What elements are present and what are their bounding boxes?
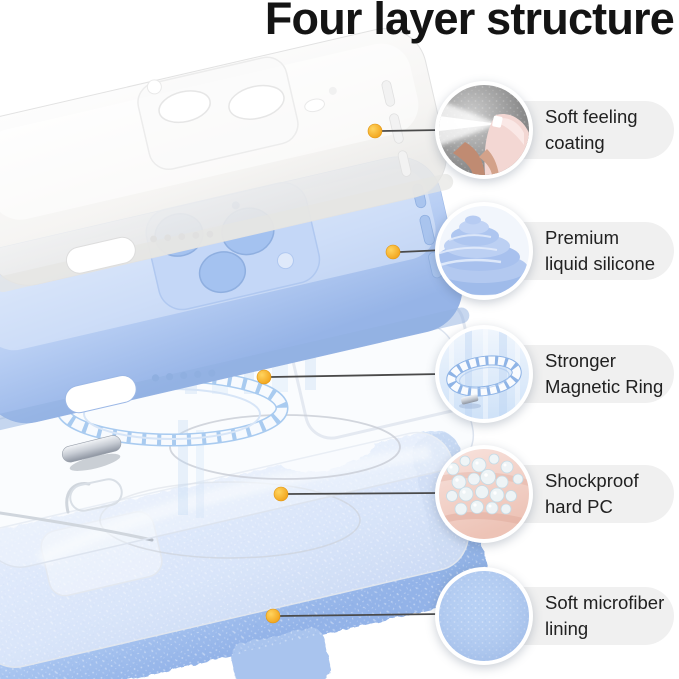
callout-dot-3	[256, 369, 272, 385]
callout-label-line2: liquid silicone	[545, 253, 656, 274]
liquid-silicone-icon	[435, 202, 533, 300]
callout-dot-1	[367, 123, 383, 139]
layer-soft-coating-shell	[0, 28, 454, 293]
callout-label-line2: hard PC	[545, 496, 613, 517]
callout-dot-5	[265, 608, 281, 624]
metal-bar	[61, 435, 122, 471]
spray-coating-icon	[435, 81, 533, 179]
callout-label-line1: Stronger	[545, 350, 616, 371]
callout-label-line2: coating	[545, 132, 605, 153]
layer-hard-pc-case	[0, 431, 470, 668]
callout-label-line1: Shockproof	[545, 470, 639, 491]
callout-dot-2	[385, 244, 401, 260]
callout-label-line1: Premium	[545, 227, 620, 248]
callout-label-line1: Soft microfiber	[545, 592, 665, 613]
leader-lines	[270, 129, 445, 617]
callout-label-line1: Soft feeling	[545, 106, 638, 127]
callout-label-line2: lining	[545, 618, 589, 639]
pc-granules-icon	[435, 445, 533, 543]
callout-dot-4	[273, 486, 289, 502]
page-title: Four layer structure	[264, 0, 675, 44]
microfiber-icon	[435, 567, 533, 665]
callout-label-line2: Magnetic Ring	[545, 376, 664, 397]
magnetic-ring-icon	[435, 325, 533, 423]
